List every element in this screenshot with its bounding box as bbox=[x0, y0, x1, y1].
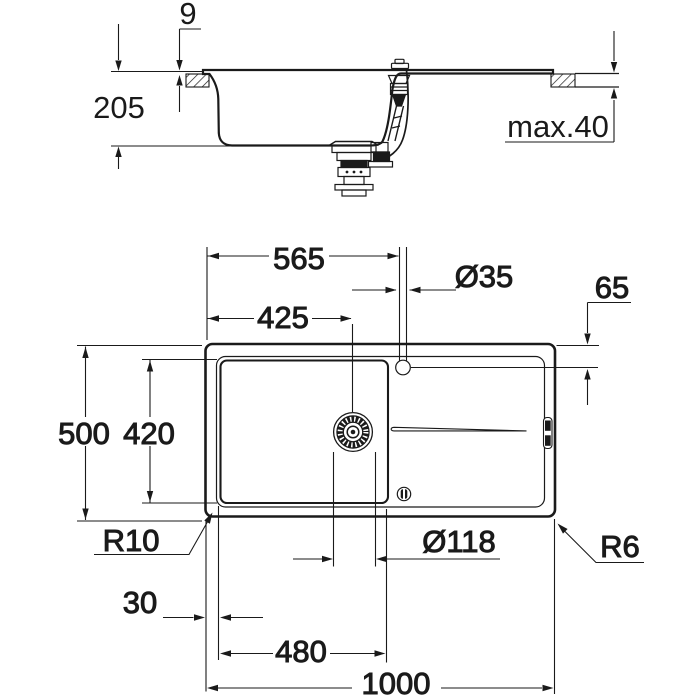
dim-inner-radius bbox=[94, 512, 213, 556]
drain-strainer bbox=[332, 411, 374, 453]
dim-bowl-inset-label: 30 bbox=[123, 585, 157, 620]
worktop-surface-lines bbox=[575, 72, 619, 88]
dim-faucet-diameter-label: Ø35 bbox=[455, 259, 514, 294]
dim-drain-x-label: 425 bbox=[257, 300, 309, 335]
dim-bowl-depth-label: 205 bbox=[93, 90, 145, 125]
dim-faucet-x-label: 565 bbox=[273, 241, 325, 276]
drain-flange-bump bbox=[328, 140, 379, 147]
faucet-fitting-section bbox=[378, 58, 411, 162]
dim-inner-radius-label: R10 bbox=[103, 523, 160, 558]
dim-faucet-diameter bbox=[352, 286, 456, 294]
dim-faucet-y bbox=[584, 301, 631, 405]
drainboard-groove bbox=[390, 426, 527, 432]
dim-bowl-inset bbox=[163, 614, 263, 621]
dim-bowl-depth bbox=[111, 24, 233, 169]
worktop-section-left bbox=[185, 73, 210, 88]
dim-drain-diameter-label: Ø118 bbox=[422, 524, 496, 559]
dim-bowl-inner-width bbox=[220, 638, 386, 667]
dim-outer-radius bbox=[557, 523, 644, 564]
dim-overall-width bbox=[207, 669, 554, 699]
dim-rim-height-label: 9 bbox=[179, 0, 196, 31]
popup-knob bbox=[396, 486, 412, 502]
dim-overall-width-label: 1000 bbox=[362, 666, 431, 700]
bowl-outline bbox=[219, 359, 390, 505]
dim-bowl-inner-depth-label: 420 bbox=[123, 416, 175, 451]
dim-overall-depth bbox=[56, 346, 112, 520]
dim-outer-radius-label: R6 bbox=[600, 529, 640, 564]
faucet-hole bbox=[395, 359, 411, 376]
section-view: 9 205 max.40 bbox=[93, 0, 619, 197]
dim-worktop-thickness bbox=[505, 31, 618, 143]
extension-lines bbox=[77, 247, 599, 694]
waste-assembly-section bbox=[331, 141, 394, 197]
dim-bowl-inner-depth bbox=[121, 360, 177, 503]
overflow-slot bbox=[542, 416, 553, 450]
plan-view: 565 Ø35 65 425 500 bbox=[56, 241, 644, 700]
dim-faucet-y-label: 65 bbox=[595, 270, 629, 305]
dim-bowl-inner-width-label: 480 bbox=[275, 634, 327, 669]
dim-rim-height bbox=[176, 28, 201, 112]
worktop-section-right bbox=[550, 73, 576, 88]
dim-overall-depth-label: 500 bbox=[58, 416, 110, 451]
sink-outer-outline bbox=[204, 342, 557, 518]
dim-faucet-x bbox=[207, 242, 399, 270]
dim-worktop-thickness-label: max.40 bbox=[507, 109, 609, 144]
dim-drain-x bbox=[207, 303, 352, 330]
dim-drain-diameter bbox=[293, 555, 500, 563]
